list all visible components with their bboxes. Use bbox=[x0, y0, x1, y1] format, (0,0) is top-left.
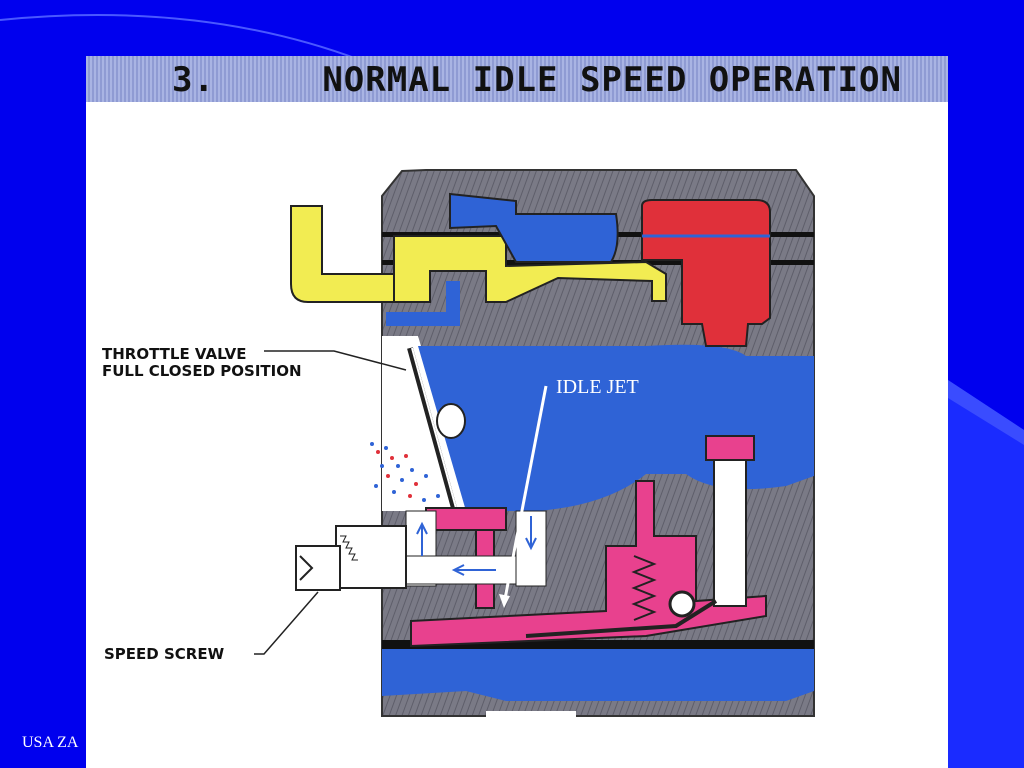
title-text: NORMAL IDLE SPEED OPERATION bbox=[322, 60, 902, 100]
fuel-chamber bbox=[418, 344, 814, 511]
metering-lever bbox=[525, 599, 718, 638]
speed-screw-head bbox=[295, 545, 341, 591]
throttle-label-line2: FULL CLOSED POSITION bbox=[102, 362, 302, 380]
lower-gasket bbox=[382, 640, 814, 649]
throttle-valve-label: THROTTLE VALVE FULL CLOSED POSITION bbox=[102, 346, 302, 380]
speed-screw-label: SPEED SCREW bbox=[104, 645, 225, 663]
metering-spring bbox=[631, 555, 657, 621]
carburetor-diagram bbox=[254, 169, 815, 719]
inlet-needle-valve bbox=[713, 455, 747, 607]
pump-chamber-blue bbox=[449, 192, 619, 263]
fuel-inlet-fitting bbox=[290, 205, 422, 303]
diagram-panel: 3. NORMAL IDLE SPEED OPERATION bbox=[86, 56, 948, 768]
idle-jet-label: IDLE JET bbox=[556, 376, 639, 398]
throttle-label-line1: THROTTLE VALVE bbox=[102, 345, 247, 363]
diagram-title: 3. NORMAL IDLE SPEED OPERATION bbox=[172, 60, 902, 100]
venturi-throat bbox=[382, 336, 470, 511]
outlet-channel-blue bbox=[386, 312, 456, 326]
title-band: 3. NORMAL IDLE SPEED OPERATION bbox=[86, 56, 948, 102]
throttle-leader-line bbox=[264, 350, 407, 371]
fuel-spray bbox=[370, 442, 440, 502]
speed-screw-leader-line bbox=[254, 591, 319, 655]
lever-pivot bbox=[668, 590, 696, 618]
idle-jet-pink bbox=[425, 507, 507, 531]
title-number: 3. bbox=[172, 60, 215, 100]
footer-text: USA ZA bbox=[22, 734, 79, 751]
bottom-gap bbox=[486, 711, 576, 719]
diaphragm-chamber-blue bbox=[382, 649, 814, 701]
speed-screw-housing bbox=[335, 525, 407, 589]
throttle-valve bbox=[407, 347, 457, 509]
throttle-shaft bbox=[436, 403, 466, 439]
fuel-pump-yellow bbox=[393, 235, 667, 303]
idle-jet-pointer bbox=[502, 385, 548, 605]
